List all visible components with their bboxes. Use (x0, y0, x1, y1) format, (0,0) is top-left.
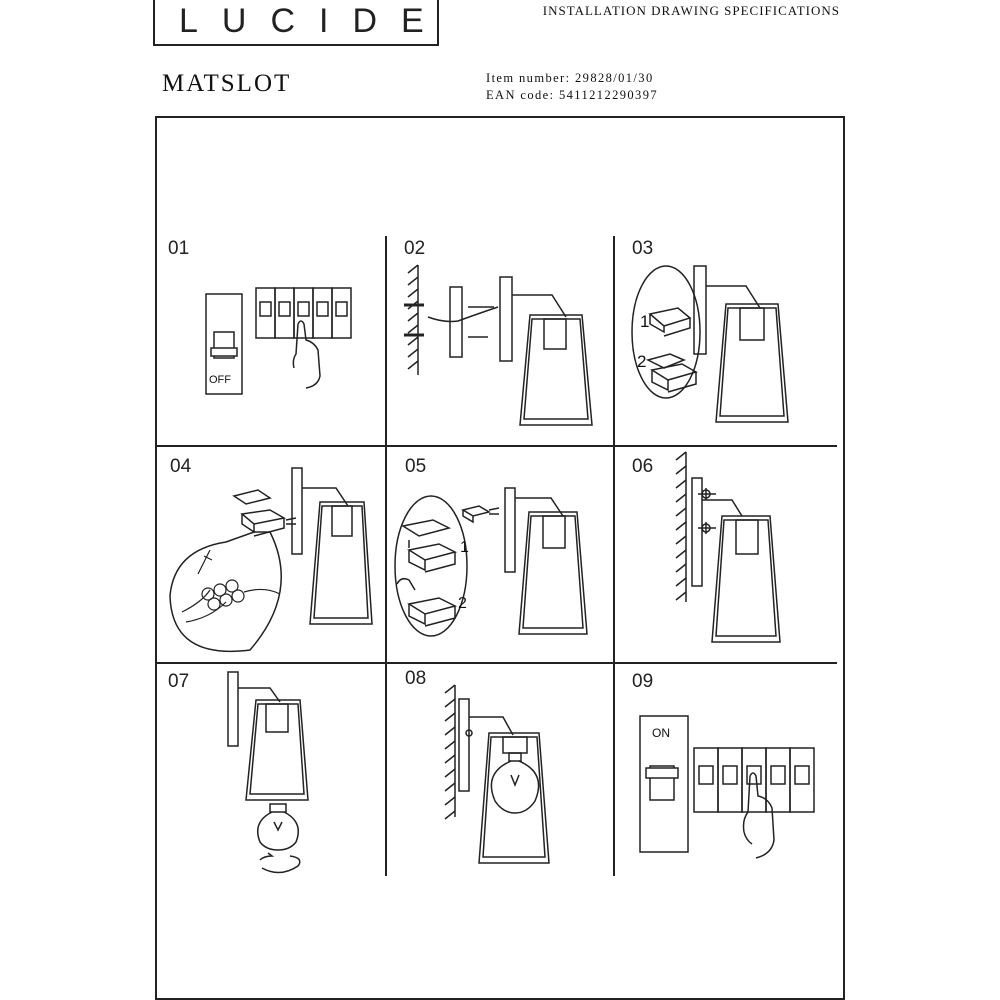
grid-line-row2 (155, 662, 837, 664)
step-04-illustration (168, 462, 380, 654)
hand-icon (293, 321, 320, 388)
product-name: MATSLOT (162, 70, 292, 97)
brand-logo: LUCIDE (153, 0, 439, 46)
junction-box-closed (409, 598, 455, 626)
junction-box-open (409, 544, 455, 572)
screw-icon (698, 488, 716, 500)
brand-name: LUCIDE (179, 2, 448, 40)
lantern-body (310, 502, 372, 624)
magnify-lens (170, 532, 281, 651)
wall-hatching-icon (408, 265, 418, 375)
light-bulb-icon (491, 753, 538, 813)
wall-bracket (459, 699, 469, 791)
lantern-body (246, 700, 308, 800)
lantern-body (479, 733, 549, 863)
terminal-block (182, 550, 280, 622)
detail-callout-oval (395, 496, 467, 636)
step-01-illustration (200, 280, 360, 400)
wall-hatching-icon (445, 685, 455, 819)
grid-line-col2 (613, 236, 615, 662)
junction-box-closed (652, 364, 696, 392)
step-07-illustration (222, 672, 322, 878)
switch-lever (650, 766, 674, 800)
lantern-body (712, 516, 780, 642)
step-number-08: 08 (405, 668, 427, 689)
ean-code: EAN code: 5411212290397 (486, 88, 658, 102)
step-05-callout-2: 2 (458, 595, 467, 612)
switch-panel (640, 716, 688, 852)
lantern-body (520, 315, 592, 425)
step-number-04: 04 (170, 456, 192, 477)
step-number-09: 09 (632, 671, 654, 692)
product-meta: Item number: 29828/01/30 EAN code: 54112… (486, 70, 658, 104)
junction-box (242, 510, 284, 536)
switch-panel (206, 294, 242, 394)
switch-lever (214, 332, 234, 358)
junction-box-lid (234, 490, 270, 504)
grid-line-row1 (155, 445, 837, 447)
step-03-callout-2: 2 (637, 352, 647, 371)
step-03-callout-1: 1 (640, 312, 650, 331)
step-09-illustration (636, 710, 826, 870)
lantern-body (519, 512, 587, 634)
step-06-illustration (668, 452, 798, 642)
step-number-01: 01 (168, 238, 190, 259)
step-number-02: 02 (404, 238, 426, 259)
wall-bracket (694, 266, 706, 354)
wall-hatching-icon (676, 452, 686, 602)
junction-box-lid (403, 520, 449, 536)
step-05-illustration (395, 466, 607, 642)
step-03-illustration (636, 262, 811, 440)
hand-icon (744, 773, 775, 858)
item-number: Item number: 29828/01/30 (486, 71, 654, 85)
step-02-illustration (398, 265, 608, 440)
step-05-callout-1: 1 (460, 539, 469, 556)
grid-line-col2-bottom (613, 662, 615, 876)
document-title: INSTALLATION DRAWING SPECIFICATIONS (542, 3, 840, 18)
rotate-arrow-icon (260, 853, 300, 873)
wall-bracket (505, 488, 515, 572)
junction-box-open (650, 308, 690, 336)
wall-bracket (500, 277, 512, 361)
breaker-row (694, 748, 814, 812)
screw-icon (698, 522, 716, 534)
switch-on-label: ON (652, 726, 670, 740)
drawing-frame (155, 116, 845, 1000)
grid-line-col1 (385, 236, 387, 662)
lantern-body (716, 304, 788, 422)
breaker-row (256, 288, 351, 338)
step-number-06: 06 (632, 456, 654, 477)
light-bulb-icon (258, 804, 299, 850)
detail-callout-oval (632, 266, 700, 398)
step-08-illustration (433, 685, 573, 865)
wall-bracket (292, 468, 302, 554)
junction-box-top (463, 506, 489, 522)
switch-off-label: OFF (209, 374, 231, 386)
wall-bracket (692, 478, 702, 586)
step-number-03: 03 (632, 238, 654, 259)
grid-line-col1-bottom (385, 662, 387, 876)
step-number-05: 05 (405, 456, 427, 477)
step-number-07: 07 (168, 671, 190, 692)
wall-bracket (228, 672, 238, 746)
